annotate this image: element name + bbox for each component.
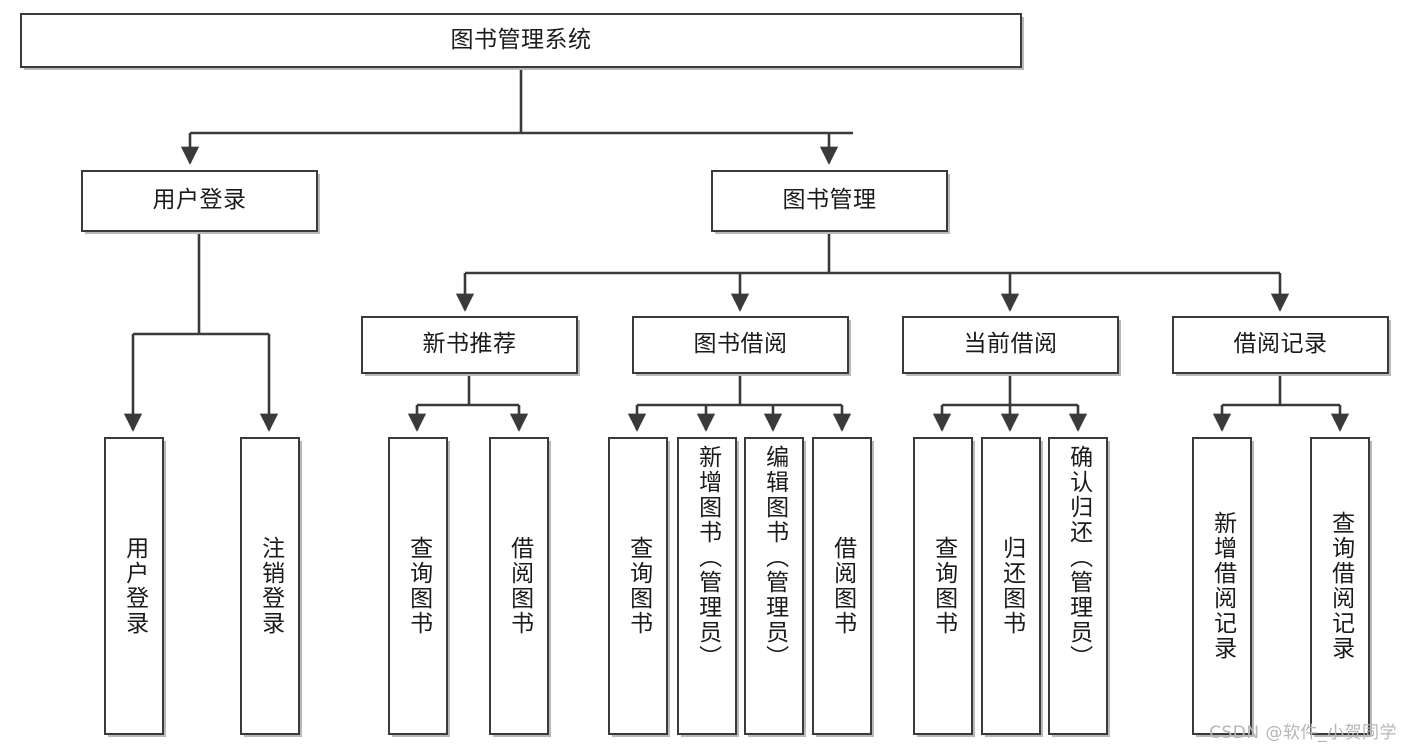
node-leaf-add-book-admin[interactable]: 新增图书（管理员）: [677, 437, 737, 735]
node-label: 新增图书（管理员）: [694, 445, 721, 670]
node-book-management-system[interactable]: 图书管理系统: [20, 13, 1022, 68]
node-leaf-return-book[interactable]: 归还图书: [981, 437, 1041, 735]
node-leaf-add-borrow-record[interactable]: 新增借阅记录: [1192, 437, 1252, 735]
node-label: 查询借阅记录: [1327, 511, 1354, 661]
node-leaf-query-book-1[interactable]: 查询图书: [388, 437, 448, 735]
node-user-login[interactable]: 用户登录: [81, 170, 318, 232]
node-borrowing-record[interactable]: 借阅记录: [1172, 316, 1389, 374]
node-leaf-edit-book-admin[interactable]: 编辑图书（管理员）: [744, 437, 804, 735]
node-leaf-borrow-book-1[interactable]: 借阅图书: [489, 437, 549, 735]
node-current-borrowing[interactable]: 当前借阅: [902, 316, 1119, 374]
node-label: 当前借阅: [963, 331, 1058, 358]
node-leaf-logout[interactable]: 注销登录: [240, 437, 300, 735]
node-new-book-recommendation[interactable]: 新书推荐: [361, 316, 578, 374]
node-label: 新书推荐: [422, 331, 517, 358]
node-leaf-query-book-2[interactable]: 查询图书: [608, 437, 668, 735]
node-label: 查询图书: [405, 536, 432, 636]
node-label: 借阅记录: [1233, 331, 1328, 358]
node-label: 图书借阅: [693, 331, 788, 358]
node-leaf-confirm-return-admin[interactable]: 确认归还（管理员）: [1048, 437, 1108, 735]
node-label: 编辑图书（管理员）: [761, 445, 788, 670]
node-label: 注销登录: [257, 536, 284, 636]
node-label: 用户登录: [152, 187, 247, 214]
node-label: 归还图书: [998, 536, 1025, 636]
node-label: 查询图书: [625, 536, 652, 636]
node-book-management[interactable]: 图书管理: [711, 170, 948, 232]
node-label: 借阅图书: [506, 536, 533, 636]
node-label: 新增借阅记录: [1209, 511, 1236, 661]
node-book-borrowing[interactable]: 图书借阅: [632, 316, 849, 374]
node-label: 图书管理系统: [450, 26, 592, 53]
node-label: 图书管理: [782, 187, 877, 214]
node-leaf-query-borrow-record[interactable]: 查询借阅记录: [1310, 437, 1370, 735]
node-leaf-query-book-3[interactable]: 查询图书: [913, 437, 973, 735]
node-label: 确认归还（管理员）: [1065, 445, 1092, 670]
node-leaf-borrow-book-2[interactable]: 借阅图书: [812, 437, 872, 735]
node-leaf-user-login[interactable]: 用户登录: [104, 437, 164, 735]
node-label: 借阅图书: [829, 536, 856, 636]
csdn-watermark: CSDN @软件_小贺同学: [1209, 723, 1397, 743]
node-label: 用户登录: [121, 536, 148, 636]
node-label: 查询图书: [930, 536, 957, 636]
